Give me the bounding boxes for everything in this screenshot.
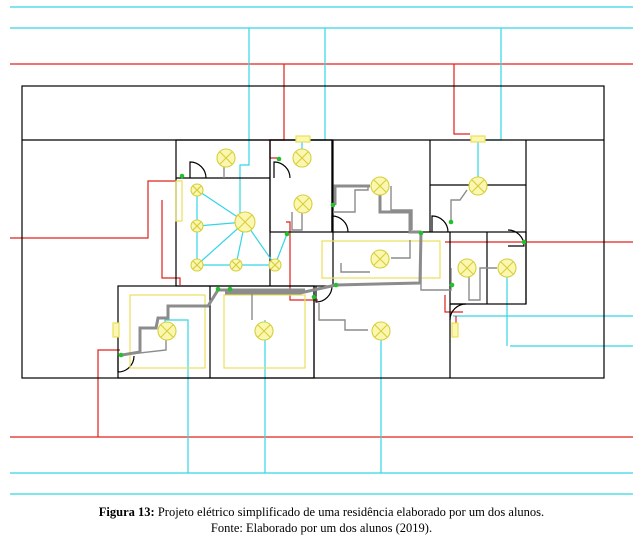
lamp-icon	[370, 249, 390, 269]
switch-dot	[521, 239, 527, 245]
lamp-icon	[268, 258, 282, 272]
figure-text: Projeto elétrico simplificado de uma res…	[154, 505, 545, 519]
switch-dot	[333, 282, 339, 288]
cyan-horizontal-lines	[10, 6, 633, 495]
lamp-icon	[229, 258, 243, 272]
lamp-icon	[371, 321, 391, 341]
switch-dots	[118, 156, 527, 358]
lamp-icon	[190, 219, 204, 233]
lamp-icon	[468, 176, 488, 196]
lamp-icon	[254, 321, 274, 341]
lamp-icon	[190, 183, 204, 197]
switch-dot	[276, 156, 282, 162]
red-wires	[10, 64, 633, 437]
switch-dot	[179, 173, 185, 179]
yellow-outlines	[112, 135, 486, 369]
switch-dot	[418, 230, 424, 236]
switch-dot	[449, 282, 455, 288]
figure-caption: Figura 13: Projeto elétrico simplificado…	[0, 504, 643, 540]
electrical-floor-plan	[10, 6, 633, 495]
lamps	[157, 148, 517, 341]
lamp-icon	[190, 258, 204, 272]
lamp-icon	[157, 321, 177, 341]
lamp-icon	[234, 211, 256, 233]
switch-dot	[311, 294, 317, 300]
switch-dot	[215, 286, 221, 292]
figure-source: Fonte: Elaborado por um dos alunos (2019…	[210, 521, 433, 535]
switch-dot	[284, 231, 290, 237]
lamp-icon	[457, 258, 477, 278]
lamp-icon	[370, 176, 390, 196]
lamp-icon	[216, 148, 236, 168]
switch-dot	[118, 352, 124, 358]
switch-dot	[448, 219, 454, 225]
switch-dot	[227, 286, 233, 292]
lamp-icon	[293, 194, 313, 214]
lamp-icon	[497, 258, 517, 278]
gray-conduits	[121, 158, 497, 356]
cyan-vertical-wires	[164, 28, 633, 473]
red-horizontal-lines	[10, 63, 633, 438]
lamp-icon	[292, 148, 312, 168]
door-swings	[117, 161, 525, 373]
switch-dot	[330, 202, 336, 208]
figure-label: Figura 13:	[98, 505, 155, 519]
